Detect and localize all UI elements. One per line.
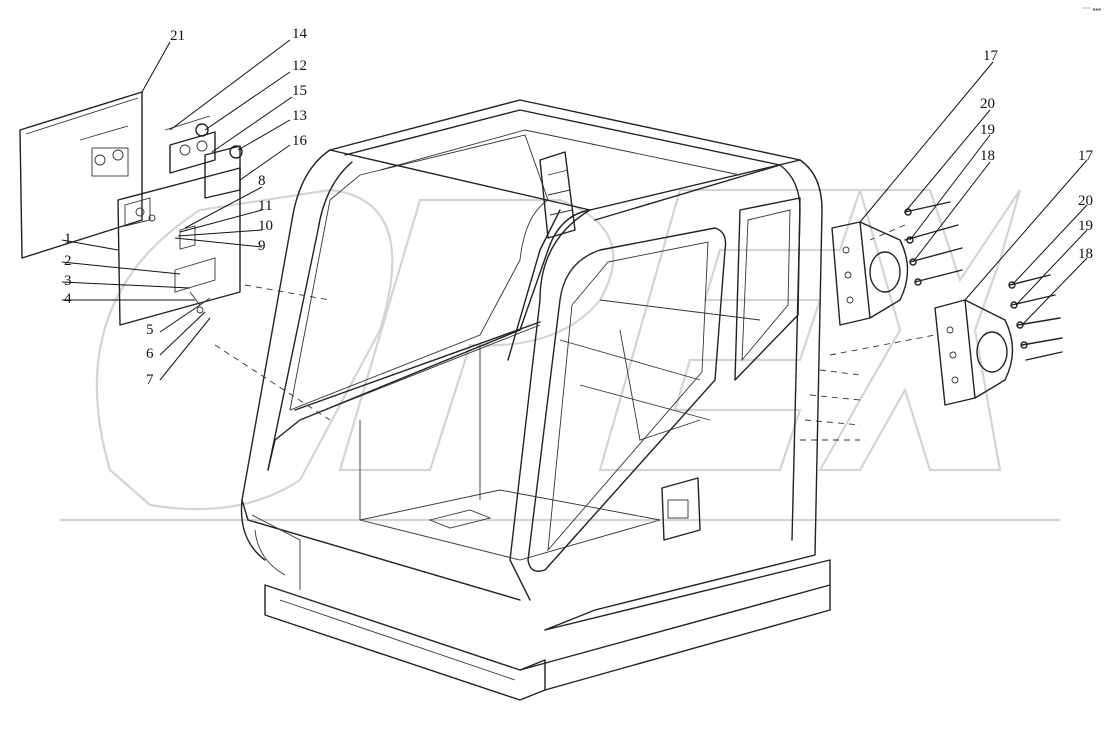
callout-15: 15 xyxy=(292,83,307,99)
callout-18-lower: 18 xyxy=(1078,246,1093,262)
callout-21: 21 xyxy=(170,28,185,44)
callout-5: 5 xyxy=(146,322,154,338)
callout-9: 9 xyxy=(258,238,266,254)
hinge-plate xyxy=(117,167,241,326)
callout-18-upper: 18 xyxy=(980,148,995,164)
glass-panel xyxy=(19,91,143,259)
callout-8: 8 xyxy=(258,173,266,189)
callout-17-lower: 17 xyxy=(1078,148,1094,164)
callout-2: 2 xyxy=(64,253,72,269)
callout-1: 1 xyxy=(64,231,72,247)
callout-4: 4 xyxy=(64,291,72,307)
upper-bracket-parts xyxy=(164,115,243,199)
callout-20-lower: 20 xyxy=(1078,193,1093,209)
callout-19-lower: 19 xyxy=(1078,218,1093,234)
assembly-guide-lines xyxy=(214,224,936,441)
callout-11: 11 xyxy=(258,198,272,214)
callout-12: 12 xyxy=(292,58,307,74)
callout-16: 16 xyxy=(292,133,308,149)
callout-17-upper: 17 xyxy=(983,48,999,64)
callout-6: 6 xyxy=(146,346,154,362)
corner-mark: ⁼⁼ ▪▪▪ xyxy=(1082,5,1101,14)
callout-labels: 21 14 12 15 13 16 8 11 10 9 1 2 3 4 5 6 … xyxy=(64,26,1094,388)
mount-bracket-lower xyxy=(934,299,1014,406)
callout-14: 14 xyxy=(292,26,308,42)
callout-13: 13 xyxy=(292,108,307,124)
leader-lines xyxy=(61,39,1088,381)
bolt-set-lower xyxy=(1008,274,1063,361)
callout-19-upper: 19 xyxy=(980,122,995,138)
callout-7: 7 xyxy=(146,372,154,388)
callout-10: 10 xyxy=(258,218,273,234)
callout-20-upper: 20 xyxy=(980,96,995,112)
bolt-set-upper xyxy=(904,201,963,286)
cab-frame xyxy=(240,99,831,701)
callout-3: 3 xyxy=(64,273,72,289)
mount-bracket-upper xyxy=(831,221,909,326)
